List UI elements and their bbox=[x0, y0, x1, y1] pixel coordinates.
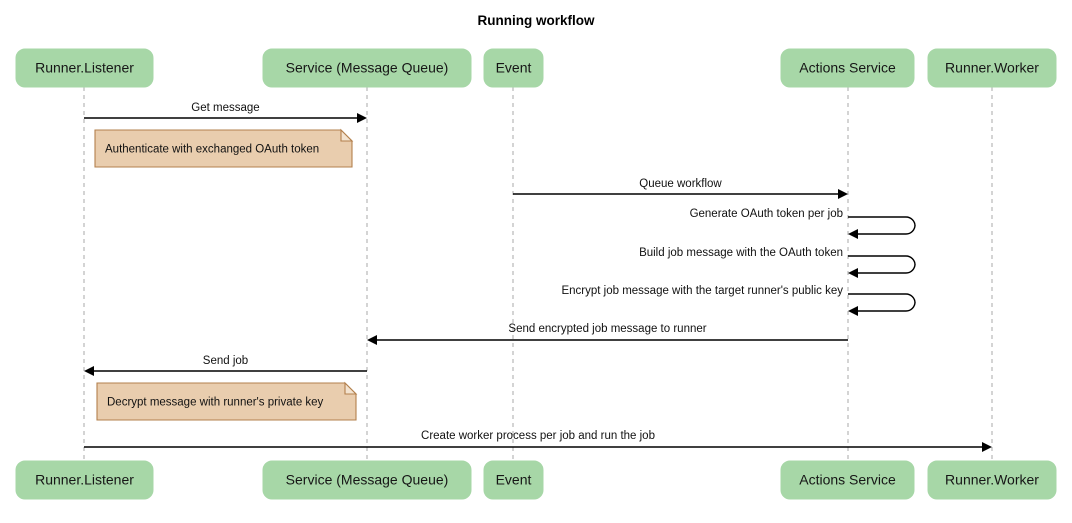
actor-label: Event bbox=[496, 472, 532, 488]
self-loop-path bbox=[848, 216, 916, 235]
message-build-job-message-with-the-oauth-token[interactable]: Build job message with the OAuth token bbox=[639, 247, 916, 278]
message-label: Get message bbox=[191, 102, 259, 114]
actor-label: Runner.Listener bbox=[35, 472, 134, 488]
arrowhead bbox=[367, 335, 377, 345]
note-body bbox=[96, 382, 357, 421]
message-label: Create worker process per job and run th… bbox=[421, 430, 655, 442]
lifelines-layer bbox=[83, 87, 993, 461]
message-send-encrypted-job-message-to-runner[interactable]: Send encrypted job message to runner bbox=[367, 323, 848, 345]
actor-box bbox=[483, 48, 544, 88]
note-label: Decrypt message with runner's private ke… bbox=[107, 397, 324, 409]
self-loop-path bbox=[848, 293, 916, 312]
actor-box bbox=[780, 460, 915, 500]
arrowhead bbox=[84, 366, 94, 376]
actor-event-bottom[interactable]: Event bbox=[483, 460, 544, 500]
actor-box bbox=[15, 48, 154, 88]
actor-runner-worker-top[interactable]: Runner.Worker bbox=[927, 48, 1057, 88]
actor-event-top[interactable]: Event bbox=[483, 48, 544, 88]
actor-label: Actions Service bbox=[799, 472, 896, 488]
actor-box bbox=[780, 48, 915, 88]
message-label: Queue workflow bbox=[639, 178, 722, 190]
actor-box bbox=[262, 460, 472, 500]
note-fold-corner-icon bbox=[344, 381, 358, 395]
diagram-title: Running workflow bbox=[478, 13, 595, 28]
actor-runner-listener-top[interactable]: Runner.Listener bbox=[15, 48, 154, 88]
notes-layer: Authenticate with exchanged OAuth tokenD… bbox=[94, 128, 358, 421]
actor-runner-worker-bottom[interactable]: Runner.Worker bbox=[927, 460, 1057, 500]
arrowhead bbox=[357, 113, 367, 123]
message-get-message[interactable]: Get message bbox=[84, 102, 367, 123]
actor-service-message-queue-bottom[interactable]: Service (Message Queue) bbox=[262, 460, 472, 500]
actor-box bbox=[927, 48, 1057, 88]
message-create-worker-process-per-job-and-run-the-job[interactable]: Create worker process per job and run th… bbox=[84, 430, 992, 452]
actor-label: Service (Message Queue) bbox=[286, 60, 449, 76]
message-label: Build job message with the OAuth token bbox=[639, 247, 843, 259]
arrowhead bbox=[848, 229, 858, 239]
note-body bbox=[94, 129, 353, 168]
note-authenticate-with-exchanged-oauth-token[interactable]: Authenticate with exchanged OAuth token bbox=[94, 128, 354, 168]
actor-box bbox=[483, 460, 544, 500]
arrowhead bbox=[982, 442, 992, 452]
note-fold-corner-icon bbox=[340, 128, 354, 142]
actor-box bbox=[15, 460, 154, 500]
message-queue-workflow[interactable]: Queue workflow bbox=[513, 178, 848, 199]
arrowhead bbox=[848, 268, 858, 278]
message-label: Generate OAuth token per job bbox=[690, 208, 843, 220]
actor-service-message-queue-top[interactable]: Service (Message Queue) bbox=[262, 48, 472, 88]
message-encrypt-job-message-with-the-target-runners-public-key[interactable]: Encrypt job message with the target runn… bbox=[561, 285, 916, 316]
actor-label: Actions Service bbox=[799, 60, 896, 76]
actor-box bbox=[262, 48, 472, 88]
message-label: Encrypt job message with the target runn… bbox=[561, 285, 843, 297]
message-label: Send job bbox=[203, 355, 248, 367]
note-decrypt-message-with-runners-private-key[interactable]: Decrypt message with runner's private ke… bbox=[96, 381, 358, 421]
actor-box bbox=[927, 460, 1057, 500]
message-label: Send encrypted job message to runner bbox=[508, 323, 706, 335]
arrowhead bbox=[838, 189, 848, 199]
self-loop-path bbox=[848, 255, 916, 274]
actor-runner-listener-bottom[interactable]: Runner.Listener bbox=[15, 460, 154, 500]
note-label: Authenticate with exchanged OAuth token bbox=[105, 144, 319, 156]
actor-label: Runner.Worker bbox=[945, 472, 1039, 488]
actor-label: Runner.Listener bbox=[35, 60, 134, 76]
message-generate-oauth-token-per-job[interactable]: Generate OAuth token per job bbox=[690, 208, 916, 239]
actor-label: Service (Message Queue) bbox=[286, 472, 449, 488]
actor-actions-service-bottom[interactable]: Actions Service bbox=[780, 460, 915, 500]
actor-label: Event bbox=[496, 60, 532, 76]
message-send-job[interactable]: Send job bbox=[84, 355, 367, 376]
actor-actions-service-top[interactable]: Actions Service bbox=[780, 48, 915, 88]
actor-label: Runner.Worker bbox=[945, 60, 1039, 76]
arrowhead bbox=[848, 306, 858, 316]
